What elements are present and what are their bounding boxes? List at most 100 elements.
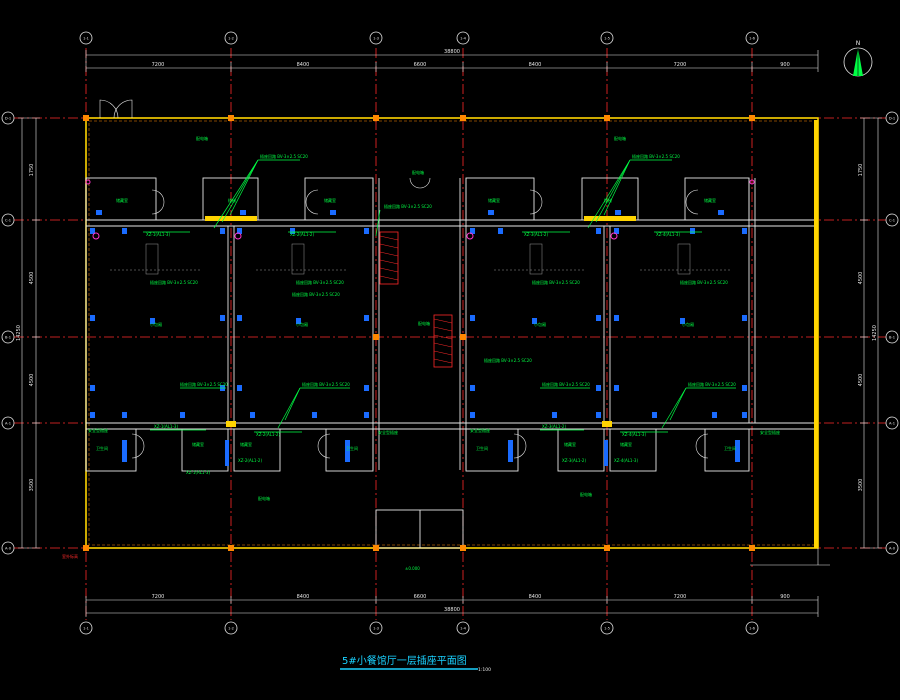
box-label-5: 配电箱 bbox=[580, 491, 592, 497]
dim-right-seg-1: 1750 bbox=[858, 164, 864, 177]
dim-left-seg-1: 1750 bbox=[29, 164, 35, 177]
box-label-1: 配电箱 bbox=[196, 135, 208, 141]
dim-left-seg-2: 4500 bbox=[29, 272, 35, 285]
level-mark-entrance: ±0.000 bbox=[405, 566, 420, 571]
axis-label-top-4: 1-4 bbox=[460, 37, 467, 41]
dim-top-seg-1: 7200 bbox=[152, 62, 165, 68]
panel-label-bottom-8: XZ-4(AL1-3) bbox=[622, 432, 646, 437]
axis-label-bottom-6: 1-6 bbox=[749, 627, 756, 631]
axis-bubbles-left bbox=[1, 111, 15, 555]
left-dimension-lines bbox=[18, 117, 40, 549]
axis-label-top-6: 1-6 bbox=[749, 37, 756, 41]
axis-label-right-5: A-0 bbox=[889, 547, 896, 551]
wire-note-7: 插座回路 BV-3×2.5 SC20 bbox=[384, 203, 432, 209]
furniture-stacks bbox=[110, 243, 730, 275]
dim-right-seg-2: 4500 bbox=[858, 272, 864, 285]
panel-label-bottom-2: XZ-2(AL1-2) bbox=[238, 458, 262, 463]
axis-label-left-3: B-1 bbox=[5, 336, 11, 340]
axis-label-bottom-2: 1-2 bbox=[228, 627, 234, 631]
dim-right-seg-3: 4500 bbox=[858, 374, 864, 387]
outlet-note-1: 安全型插座 bbox=[378, 429, 398, 435]
drawing-scale: 1:100 bbox=[478, 667, 491, 673]
wire-note-2: 插座回路 BV-3×2.5 SC20 bbox=[632, 153, 680, 159]
wire-note-1: 插座回路 BV-3×2.5 SC20 bbox=[260, 153, 308, 159]
north-label: N bbox=[856, 40, 861, 47]
room-label-storage-6: 储藏室 bbox=[240, 441, 252, 447]
structural-columns bbox=[83, 115, 755, 551]
room-label-storage-1: 储藏室 bbox=[116, 197, 128, 203]
axis-label-right-1: D-1 bbox=[889, 117, 895, 121]
outlet-note-2: 安全型插座 bbox=[760, 429, 780, 435]
axis-label-top-2: 1-2 bbox=[228, 37, 234, 41]
room-label-stair-1: 楼梯 bbox=[228, 197, 236, 203]
panel-label-bottom-5: XZ-1(AL1-3) bbox=[154, 424, 178, 429]
box-label-4: 配电箱 bbox=[258, 495, 270, 501]
room-label-storage-3: 储藏室 bbox=[488, 197, 500, 203]
panel-label-bottom-3: XZ-3(AL1-2) bbox=[562, 458, 586, 463]
room-label-stair-2: 楼梯 bbox=[604, 197, 612, 203]
room-label-storage-8: 储藏室 bbox=[620, 441, 632, 447]
room-label-storage-7: 储藏室 bbox=[564, 441, 576, 447]
box-label-3: 配电箱 bbox=[418, 320, 430, 326]
wire-note-12: 插座回路 BV-3×2.5 SC20 bbox=[532, 279, 580, 285]
wire-note-3: 插座回路 BV-3×2.5 SC20 bbox=[302, 381, 350, 387]
room-label-toilet-2: 卫生间 bbox=[346, 445, 358, 451]
room-label-toilet-4: 卫生间 bbox=[724, 445, 736, 451]
drawing-title: 5#小餐馆厅一层插座平面图 bbox=[342, 654, 467, 667]
panel-label-bottom-7: XZ-3(AL1-2) bbox=[542, 424, 566, 429]
panel-label-bottom-1: XZ-1(AL1-3) bbox=[186, 470, 210, 475]
dim-left-seg-4: 3500 bbox=[29, 479, 35, 492]
room-label-toilet-1: 卫生间 bbox=[96, 445, 108, 451]
dim-bottom-total: 38800 bbox=[444, 607, 460, 613]
dim-top-seg-2: 8400 bbox=[297, 62, 310, 68]
dim-bottom-seg-1: 7200 bbox=[152, 594, 165, 600]
outlet-note-4: 安全型插座 bbox=[470, 427, 490, 433]
wire-note-13: 插座回路 BV-3×2.5 SC20 bbox=[680, 279, 728, 285]
room-label-dining-3: 小包厢 bbox=[534, 321, 546, 327]
axis-label-bottom-4: 1-4 bbox=[460, 627, 467, 631]
wire-note-5: 插座回路 BV-3×2.5 SC20 bbox=[180, 381, 228, 387]
dim-bottom-seg-6: 900 bbox=[780, 594, 790, 600]
room-label-toilet-3: 卫生间 bbox=[476, 445, 488, 451]
room-label-storage-2: 储藏室 bbox=[324, 197, 336, 203]
axis-label-left-2: C-1 bbox=[5, 219, 11, 223]
dim-right-total: 14250 bbox=[872, 325, 878, 341]
dim-left-total: 14250 bbox=[16, 325, 22, 341]
room-label-dining-1: 小包厢 bbox=[150, 321, 162, 327]
box-label-2: 配电箱 bbox=[614, 135, 626, 141]
axis-bubbles-bottom bbox=[79, 621, 759, 635]
axis-label-bottom-5: 1-5 bbox=[604, 627, 610, 631]
panel-label-room-4: XZ-4(AL1-3) bbox=[656, 232, 680, 237]
wire-note-4: 插座回路 BV-3×2.5 SC20 bbox=[688, 381, 736, 387]
column-grid-lines bbox=[85, 48, 753, 620]
dim-left-seg-3: 4500 bbox=[29, 374, 35, 387]
panel-label-room-2: XZ-2(AL1-2) bbox=[290, 232, 314, 237]
room-label-storage-5: 储藏室 bbox=[192, 441, 204, 447]
column-markers bbox=[205, 120, 818, 548]
dim-bottom-seg-4: 8400 bbox=[529, 594, 542, 600]
wire-note-9: 插座回路 BV-3×2.5 SC20 bbox=[292, 291, 340, 297]
axis-label-bottom-3: 1-3 bbox=[373, 627, 379, 631]
dim-top-total: 38800 bbox=[444, 49, 460, 55]
door-swings bbox=[99, 99, 709, 459]
panel-label-room-1: XZ-1(AL1-3) bbox=[146, 232, 170, 237]
distribution-panel bbox=[379, 231, 453, 368]
top-dimension-lines bbox=[85, 50, 819, 72]
wire-note-6: 插座回路 BV-3×2.5 SC20 bbox=[542, 381, 590, 387]
dim-top-seg-4: 8400 bbox=[529, 62, 542, 68]
wire-note-11: 插座回路 BV-3×2.5 SC20 bbox=[296, 279, 344, 285]
axis-label-right-3: B-1 bbox=[889, 336, 895, 340]
axis-label-left-5: A-0 bbox=[5, 547, 12, 551]
axis-label-right-2: C-1 bbox=[889, 219, 895, 223]
axis-label-top-3: 1-3 bbox=[373, 37, 379, 41]
axis-label-right-4: A-1 bbox=[889, 422, 895, 426]
dim-right-seg-4: 3500 bbox=[858, 479, 864, 492]
bottom-dimension-lines bbox=[85, 596, 819, 617]
axis-label-left-1: D-1 bbox=[5, 117, 11, 121]
dim-bottom-seg-5: 7200 bbox=[674, 594, 687, 600]
dim-top-seg-5: 7200 bbox=[674, 62, 687, 68]
axis-bubbles-right bbox=[885, 111, 899, 555]
dim-top-seg-6: 900 bbox=[780, 62, 790, 68]
dim-bottom-seg-3: 6600 bbox=[414, 594, 427, 600]
panel-label-bottom-6: XZ-2(AL1-2) bbox=[256, 432, 280, 437]
